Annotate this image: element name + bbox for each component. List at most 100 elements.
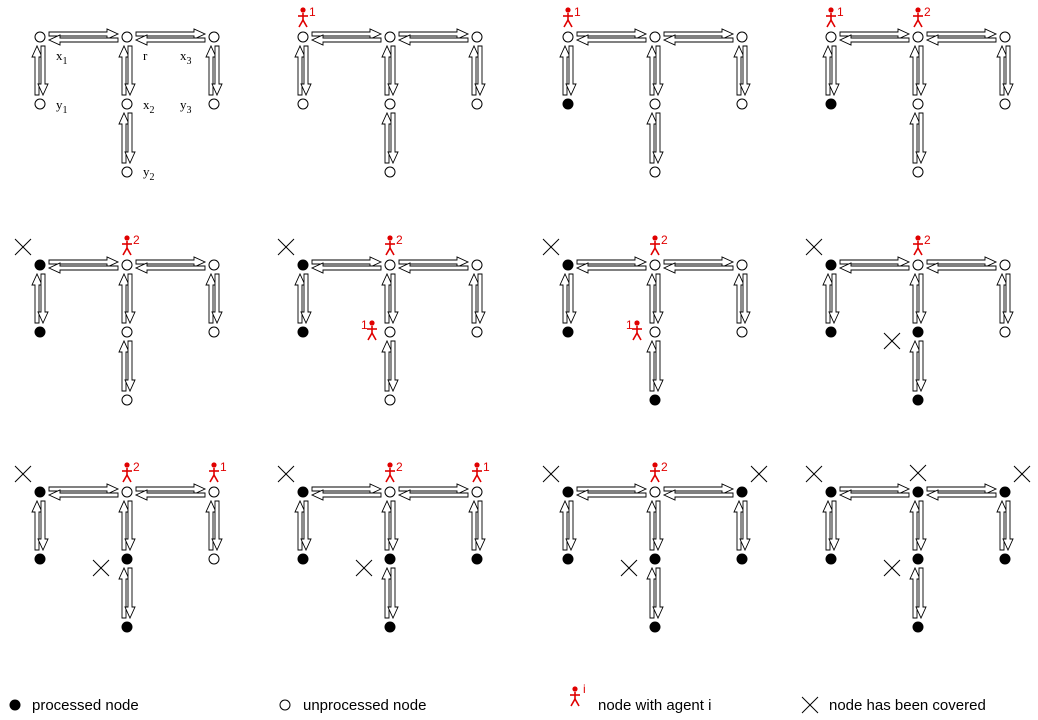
edge-arrow xyxy=(739,500,751,552)
covered-mark-icon xyxy=(909,464,927,482)
edge-arrow xyxy=(822,44,834,96)
covered-mark-icon xyxy=(542,238,560,256)
edge-arrow xyxy=(118,566,130,619)
legend-agent-label: node with agent i xyxy=(598,697,711,714)
edge-arrow xyxy=(652,273,664,325)
agent-icon: 1 xyxy=(626,318,642,341)
unprocessed-node-x3 xyxy=(208,31,220,43)
unprocessed-node-x3 xyxy=(999,259,1011,271)
unprocessed-node-r xyxy=(384,259,396,271)
edge-arrow xyxy=(909,339,921,392)
processed-node-x1 xyxy=(34,486,46,498)
label-y1: y1 xyxy=(56,97,68,116)
edge-arrow xyxy=(662,262,734,274)
edge-arrow xyxy=(124,340,136,393)
unprocessed-node-x3 xyxy=(208,259,220,271)
edge-arrow xyxy=(134,489,206,501)
processed-node-x2 xyxy=(912,326,924,338)
edge-arrow xyxy=(909,566,921,619)
edge-arrow xyxy=(124,112,136,165)
processed-node-x1 xyxy=(562,486,574,498)
edge-arrow xyxy=(838,262,910,274)
edge-arrow xyxy=(559,499,571,551)
edge-arrow xyxy=(300,45,312,97)
covered-mark-icon xyxy=(805,238,823,256)
agent-head xyxy=(474,462,480,468)
agent-icon: 2 xyxy=(650,460,668,483)
covered-mark-icon xyxy=(620,559,638,577)
edge-arrow xyxy=(294,44,306,96)
edge-arrow xyxy=(828,273,840,325)
unprocessed-node-x2 xyxy=(121,98,133,110)
edge-arrow xyxy=(205,499,217,551)
edge-arrow xyxy=(124,567,136,620)
unprocessed-node-x2 xyxy=(649,98,661,110)
unprocessed-node-r xyxy=(384,486,396,498)
processed-node-y3 xyxy=(999,553,1011,565)
edge-arrow xyxy=(828,500,840,552)
edge-arrow xyxy=(134,262,206,274)
agent-id: 2 xyxy=(133,460,140,474)
processed-node-x3 xyxy=(736,486,748,498)
processed-node-y1 xyxy=(34,553,46,565)
agent-icon: 2 xyxy=(122,233,140,256)
agent-head xyxy=(828,7,834,13)
agent-head xyxy=(565,7,571,13)
label-x3: x3 xyxy=(180,48,192,67)
edge-arrow xyxy=(294,272,306,324)
agent-id: 2 xyxy=(661,233,668,247)
unprocessed-node-x3 xyxy=(471,259,483,271)
edge-arrow xyxy=(387,273,399,325)
covered-mark-icon xyxy=(92,559,110,577)
edge-arrow xyxy=(575,489,647,501)
processed-node-y3 xyxy=(736,553,748,565)
legend-unprocessed-label: unprocessed node xyxy=(303,697,426,714)
agent-icon: 2 xyxy=(385,460,403,483)
unprocessed-node-x3 xyxy=(471,486,483,498)
covered-mark-icon xyxy=(883,332,901,350)
agent-id: 1 xyxy=(361,318,368,332)
edge-arrow xyxy=(822,499,834,551)
unprocessed-node-y3 xyxy=(736,326,748,338)
agent-legs xyxy=(913,246,923,256)
agent-legs xyxy=(122,246,132,256)
unprocessed-node-y3 xyxy=(999,326,1011,338)
panel-2: 1 xyxy=(294,5,486,178)
agent-head xyxy=(387,235,393,241)
edge-arrow xyxy=(925,262,997,274)
unprocessed-node-x2 xyxy=(912,98,924,110)
processed-node-y2 xyxy=(384,621,396,633)
edge-arrow xyxy=(118,272,130,324)
edge-arrow xyxy=(310,34,382,46)
edge-arrow xyxy=(124,45,136,97)
agent-legs xyxy=(650,473,660,483)
edge-arrow xyxy=(300,500,312,552)
unprocessed-node-r xyxy=(121,31,133,43)
agent-head xyxy=(124,235,130,241)
processed-node-x2 xyxy=(912,553,924,565)
label-y2: y2 xyxy=(143,164,155,183)
edge-arrow xyxy=(828,45,840,97)
edge-arrow xyxy=(118,499,130,551)
edge-arrow xyxy=(575,262,647,274)
edge-arrow xyxy=(565,45,577,97)
agent-id: 1 xyxy=(309,5,316,19)
unprocessed-node-x1 xyxy=(297,31,309,43)
edge-arrow xyxy=(37,45,49,97)
edge-arrow xyxy=(733,44,745,96)
unprocessed-node-y2 xyxy=(121,166,133,178)
legend-agent-superscript: i xyxy=(583,682,586,696)
agent-legs xyxy=(913,18,923,28)
agent-legs xyxy=(650,246,660,256)
unprocessed-node-y2 xyxy=(384,166,396,178)
unprocessed-node-y3 xyxy=(208,326,220,338)
panel-8: 2 xyxy=(805,233,1014,406)
edge-arrow xyxy=(652,500,664,552)
unprocessed-node-r xyxy=(121,259,133,271)
agent-icon: 1 xyxy=(209,460,227,483)
processed-node-x1 xyxy=(297,486,309,498)
agent-legs xyxy=(826,18,836,28)
